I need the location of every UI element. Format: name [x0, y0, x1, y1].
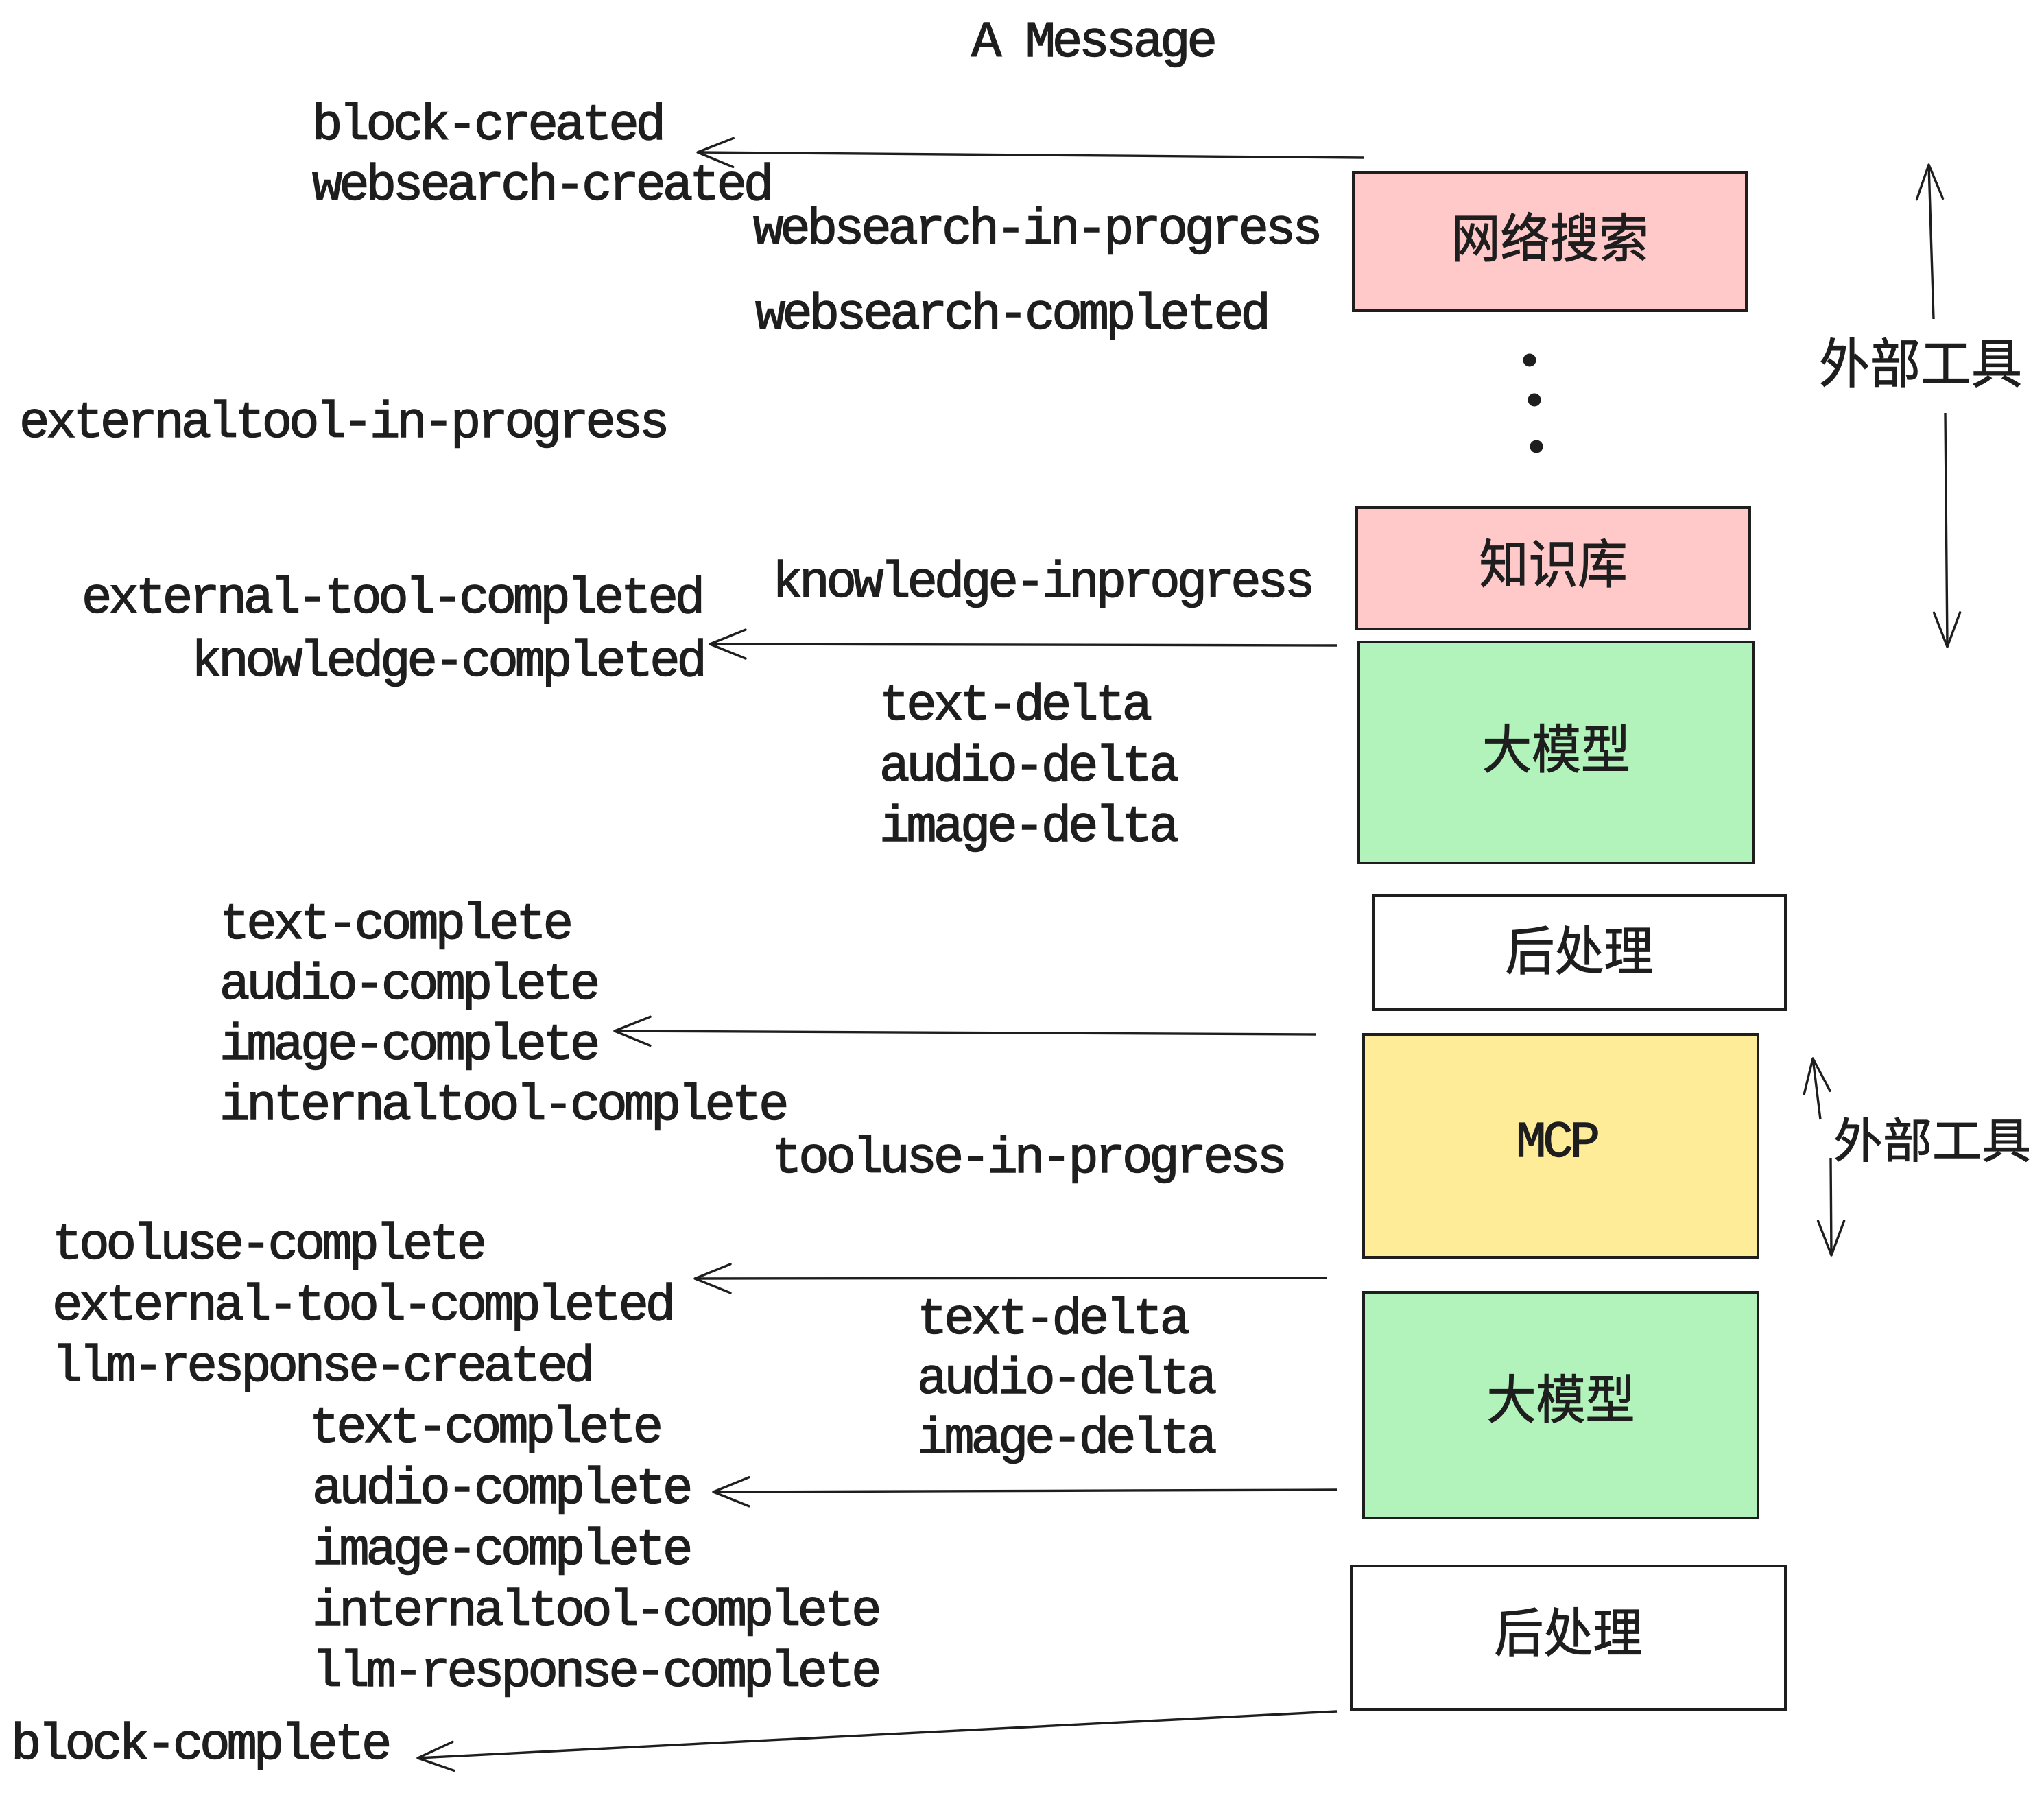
svg-text:text-delta: text-delta	[917, 1292, 1189, 1349]
svg-text:tooluse-complete: tooluse-complete	[52, 1217, 484, 1274]
svg-text:text-complete: text-complete	[219, 897, 571, 954]
svg-text:image-delta: image-delta	[917, 1411, 1215, 1469]
svg-text:audio-complete: audio-complete	[219, 957, 597, 1014]
svg-text:knowledge-inprogress: knowledge-inprogress	[772, 555, 1311, 613]
svg-text:image-delta: image-delta	[879, 799, 1178, 857]
svg-text:websearch-created: websearch-created	[312, 158, 770, 215]
svg-text:MCP: MCP	[1516, 1115, 1598, 1172]
svg-text:llm-response-complete: llm-response-complete	[312, 1644, 879, 1702]
svg-text:block-complete: block-complete	[11, 1717, 389, 1775]
svg-text:audio-delta: audio-delta	[879, 739, 1178, 796]
svg-text:external-tool-completed: external-tool-completed	[52, 1278, 672, 1336]
svg-text:image-complete: image-complete	[312, 1522, 690, 1580]
svg-text:internaltool-complete: internaltool-complete	[219, 1078, 786, 1135]
svg-text:external-tool-completed: external-tool-completed	[82, 571, 702, 628]
svg-text:knowledge-completed: knowledge-completed	[191, 634, 704, 691]
svg-text:text-delta: text-delta	[879, 678, 1151, 735]
svg-text:A Message: A Message	[971, 14, 1214, 72]
svg-text:tooluse-in-progress: tooluse-in-progress	[772, 1130, 1284, 1188]
svg-text:audio-complete: audio-complete	[312, 1461, 690, 1519]
svg-text:websearch-completed: websearch-completed	[755, 287, 1268, 344]
svg-text:llm-response-created: llm-response-created	[52, 1339, 591, 1397]
svg-text:externaltool-in-progress: externaltool-in-progress	[19, 395, 666, 453]
svg-text:internaltool-complete: internaltool-complete	[312, 1583, 879, 1641]
svg-text:websearch-in-progress: websearch-in-progress	[753, 202, 1319, 259]
svg-text:audio-delta: audio-delta	[917, 1351, 1215, 1409]
svg-text:image-complete: image-complete	[219, 1017, 597, 1075]
svg-text:block-created: block-created	[312, 97, 663, 155]
svg-text:text-complete: text-complete	[309, 1400, 661, 1458]
